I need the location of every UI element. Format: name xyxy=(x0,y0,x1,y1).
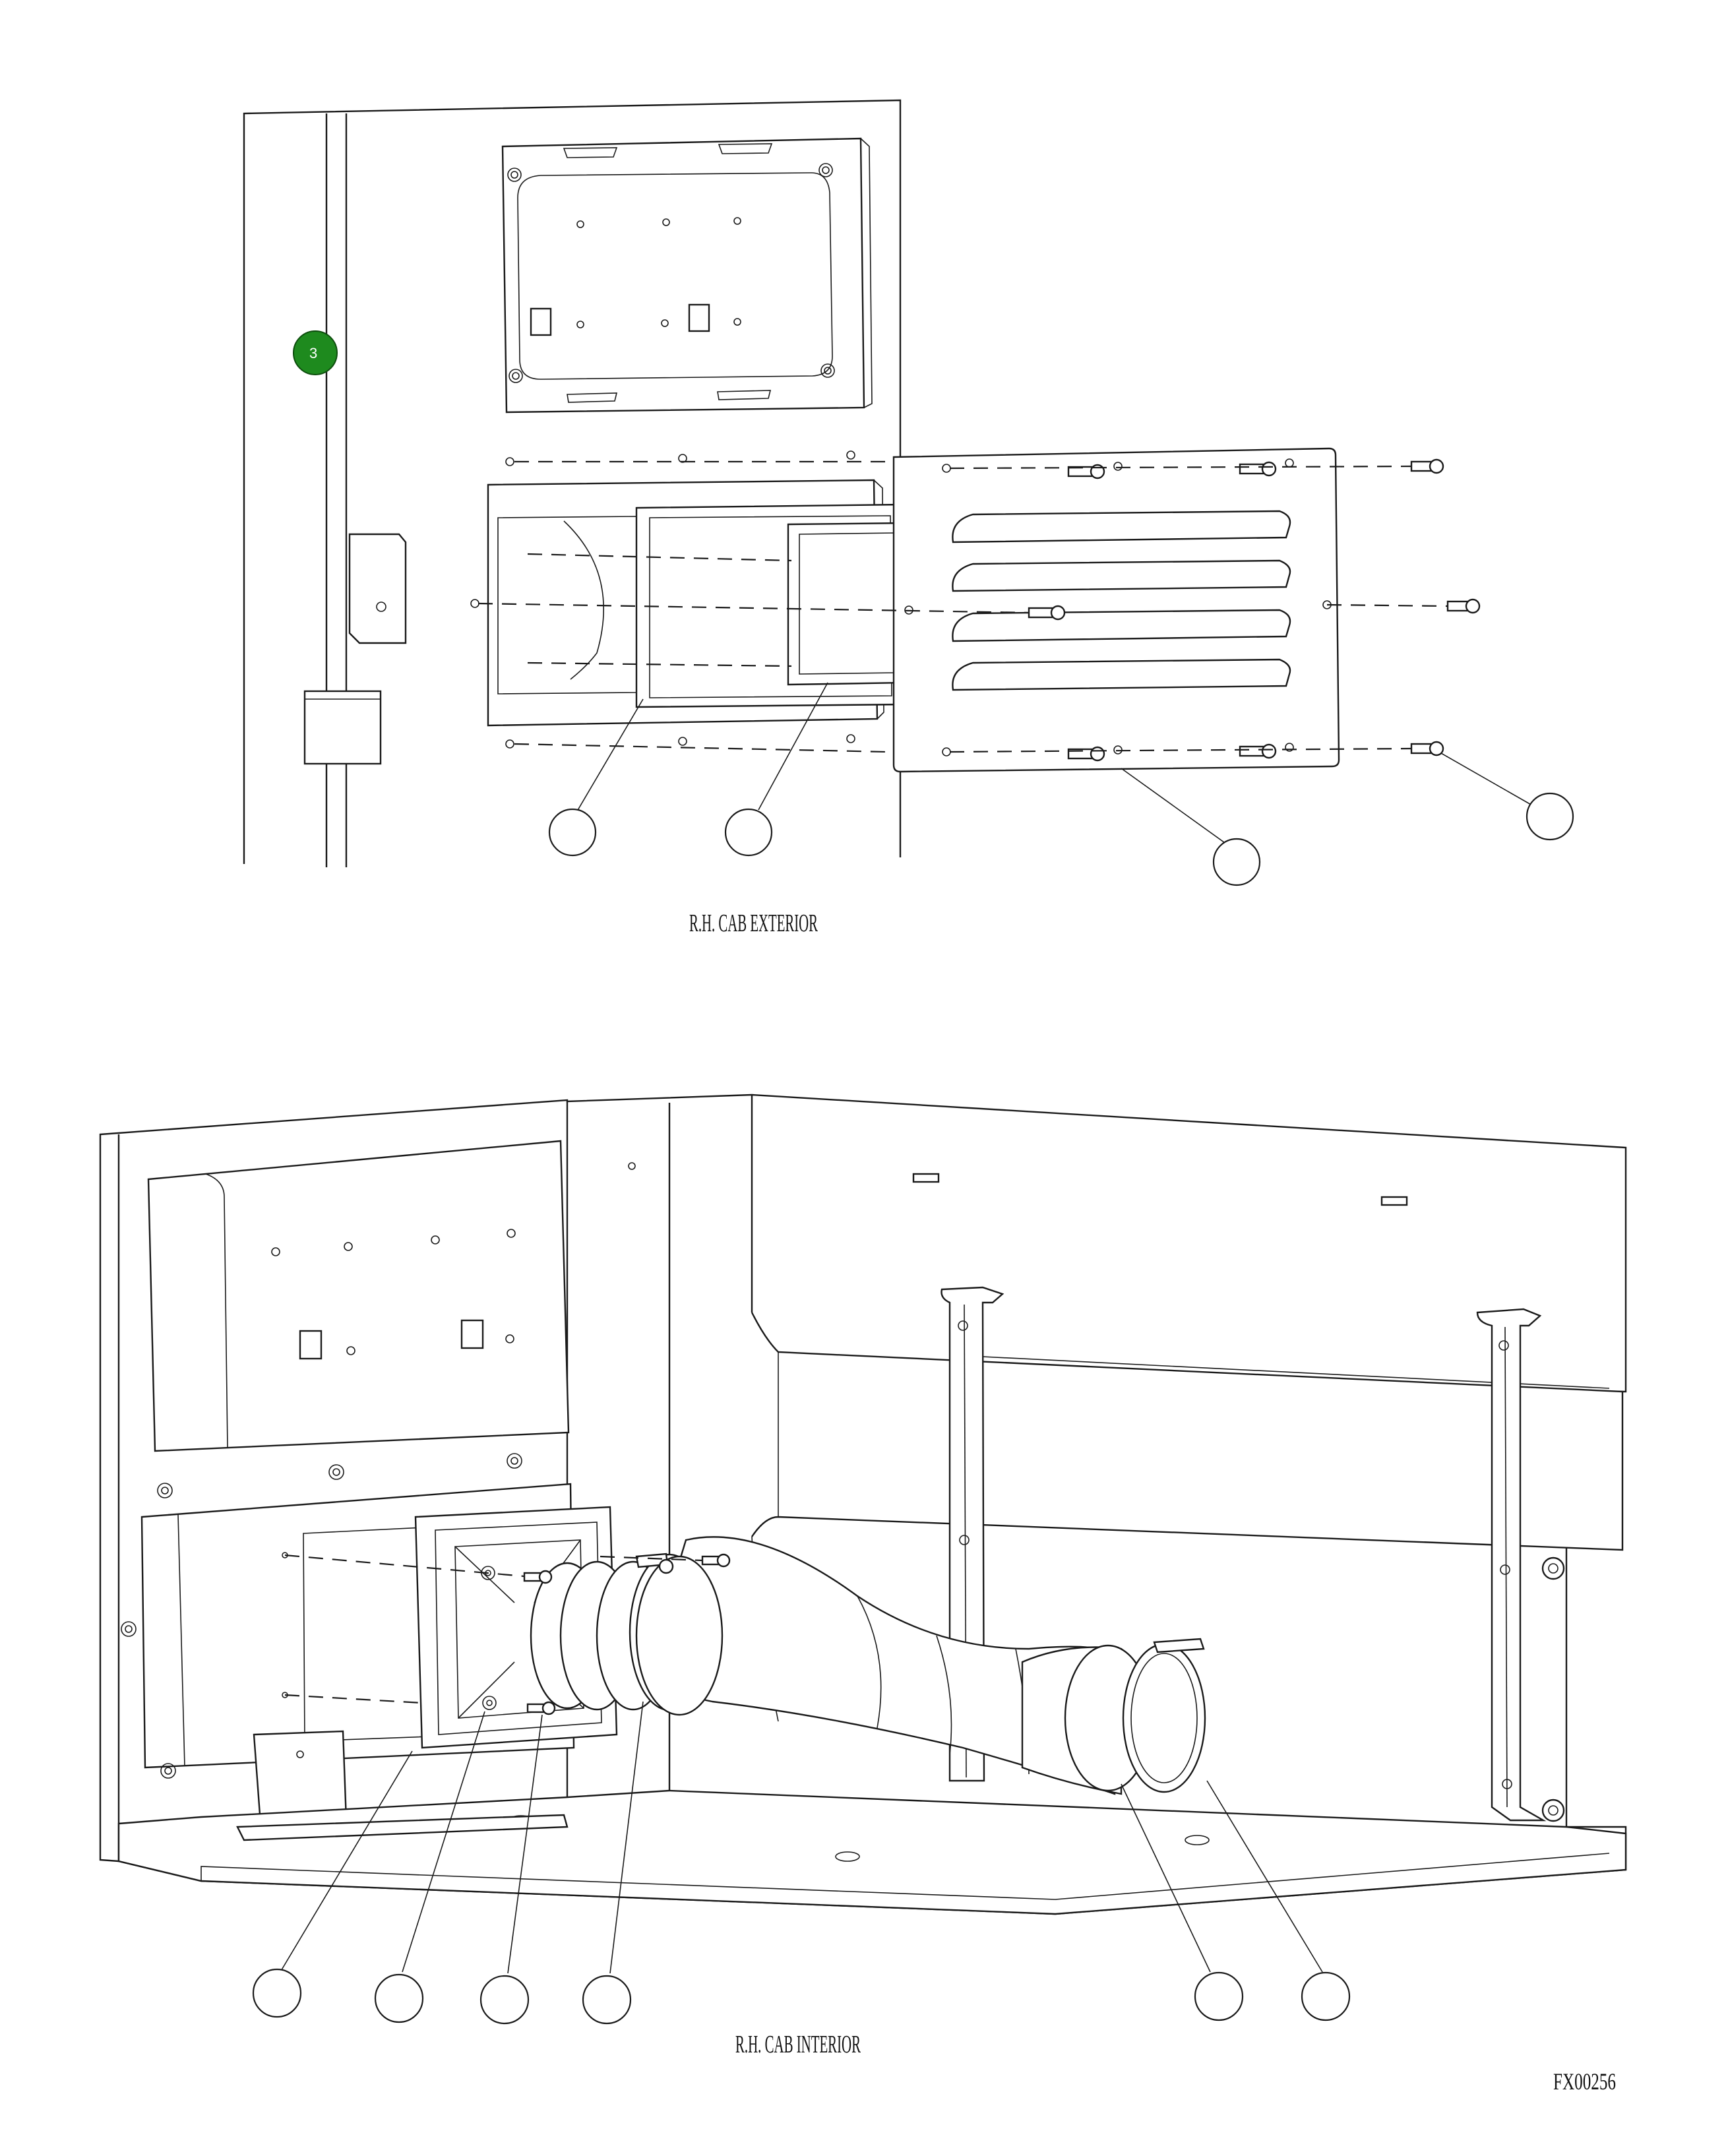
interior-upper-bracket xyxy=(147,1140,570,1452)
louvered-vent-cover xyxy=(892,447,1340,773)
screw xyxy=(701,1553,731,1568)
interior-caption: R.H. CAB INTERIOR xyxy=(735,2031,861,2058)
interior-view: R.H. CAB INTERIOR xyxy=(99,1093,1627,2058)
screw xyxy=(1028,605,1066,621)
housing-mount-holes xyxy=(470,450,855,749)
item-marker-label: 3 xyxy=(309,345,317,361)
upper-frame-bracket xyxy=(501,137,873,414)
callout-balloon xyxy=(1526,792,1574,841)
item-marker[interactable]: 3 xyxy=(293,330,338,375)
callouts-interior xyxy=(252,1701,1351,2025)
screw xyxy=(1239,461,1277,477)
interior-assembly-lines xyxy=(284,1554,703,1704)
screw xyxy=(1239,743,1277,759)
callout-balloon xyxy=(252,1968,302,2018)
screw xyxy=(1410,458,1444,474)
item-marker-badge[interactable] xyxy=(293,330,338,375)
screw xyxy=(526,1701,556,1715)
floor-plate xyxy=(117,1789,1627,1915)
cab-wall-panel xyxy=(243,99,902,867)
callout-balloon xyxy=(582,1975,632,2025)
callout-balloon xyxy=(1301,1971,1351,2021)
exterior-view: 3 R.H. CAB EXTERIOR xyxy=(243,99,1574,937)
callout-balloon xyxy=(374,1973,424,2023)
callout-balloon xyxy=(1212,838,1261,886)
callout-balloon xyxy=(548,808,597,857)
screw xyxy=(1067,746,1105,762)
screw xyxy=(1410,741,1444,756)
exterior-caption: R.H. CAB EXTERIOR xyxy=(689,909,818,937)
interior-screws xyxy=(523,1553,731,1715)
flex-hose-assembly xyxy=(530,1536,1206,1795)
assembly-lines xyxy=(478,460,1448,753)
callouts-exterior xyxy=(548,682,1574,886)
callout-balloon xyxy=(724,808,773,857)
vent-duct-housing xyxy=(487,479,909,727)
figure-number: FX00256 xyxy=(1553,2068,1616,2095)
callout-balloon xyxy=(479,1975,530,2025)
screw xyxy=(523,1570,553,1584)
screw xyxy=(1446,598,1481,614)
callout-balloon xyxy=(1194,1971,1244,2021)
